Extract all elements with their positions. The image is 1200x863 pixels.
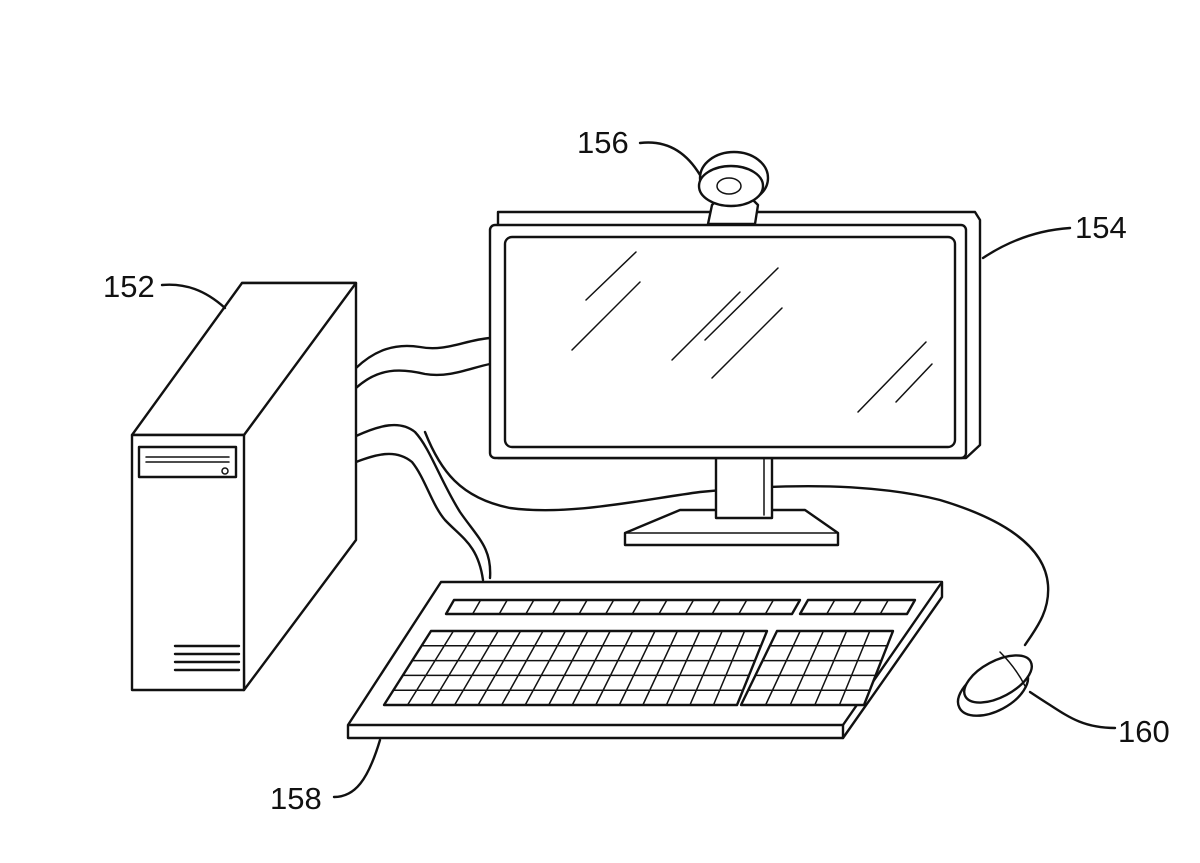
label-154: 154 (1075, 210, 1127, 245)
vent-lines (173, 644, 241, 672)
leader-lines (160, 141, 1117, 799)
keyboard (346, 580, 944, 740)
leader-158 (332, 738, 382, 799)
leader-160 (1028, 690, 1117, 730)
reference-labels: 152 154 156 158 160 (103, 125, 1170, 816)
function-key-row (444, 598, 917, 616)
leader-154 (981, 226, 1072, 260)
mouse (956, 651, 1033, 717)
power-button (221, 467, 229, 475)
numeric-keypad (739, 629, 895, 707)
monitor-screen (503, 235, 957, 449)
label-152: 152 (103, 269, 155, 304)
screen-glare (571, 251, 933, 413)
monitor (488, 210, 982, 547)
leader-156 (638, 141, 702, 177)
keyboard-key-grid (392, 599, 889, 706)
webcam (697, 150, 770, 226)
leader-152 (160, 283, 227, 310)
cables (354, 336, 1050, 647)
computer-tower (130, 281, 358, 692)
main-key-area (382, 629, 769, 707)
label-158: 158 (270, 781, 322, 816)
label-160: 160 (1118, 714, 1170, 749)
label-156: 156 (577, 125, 629, 160)
